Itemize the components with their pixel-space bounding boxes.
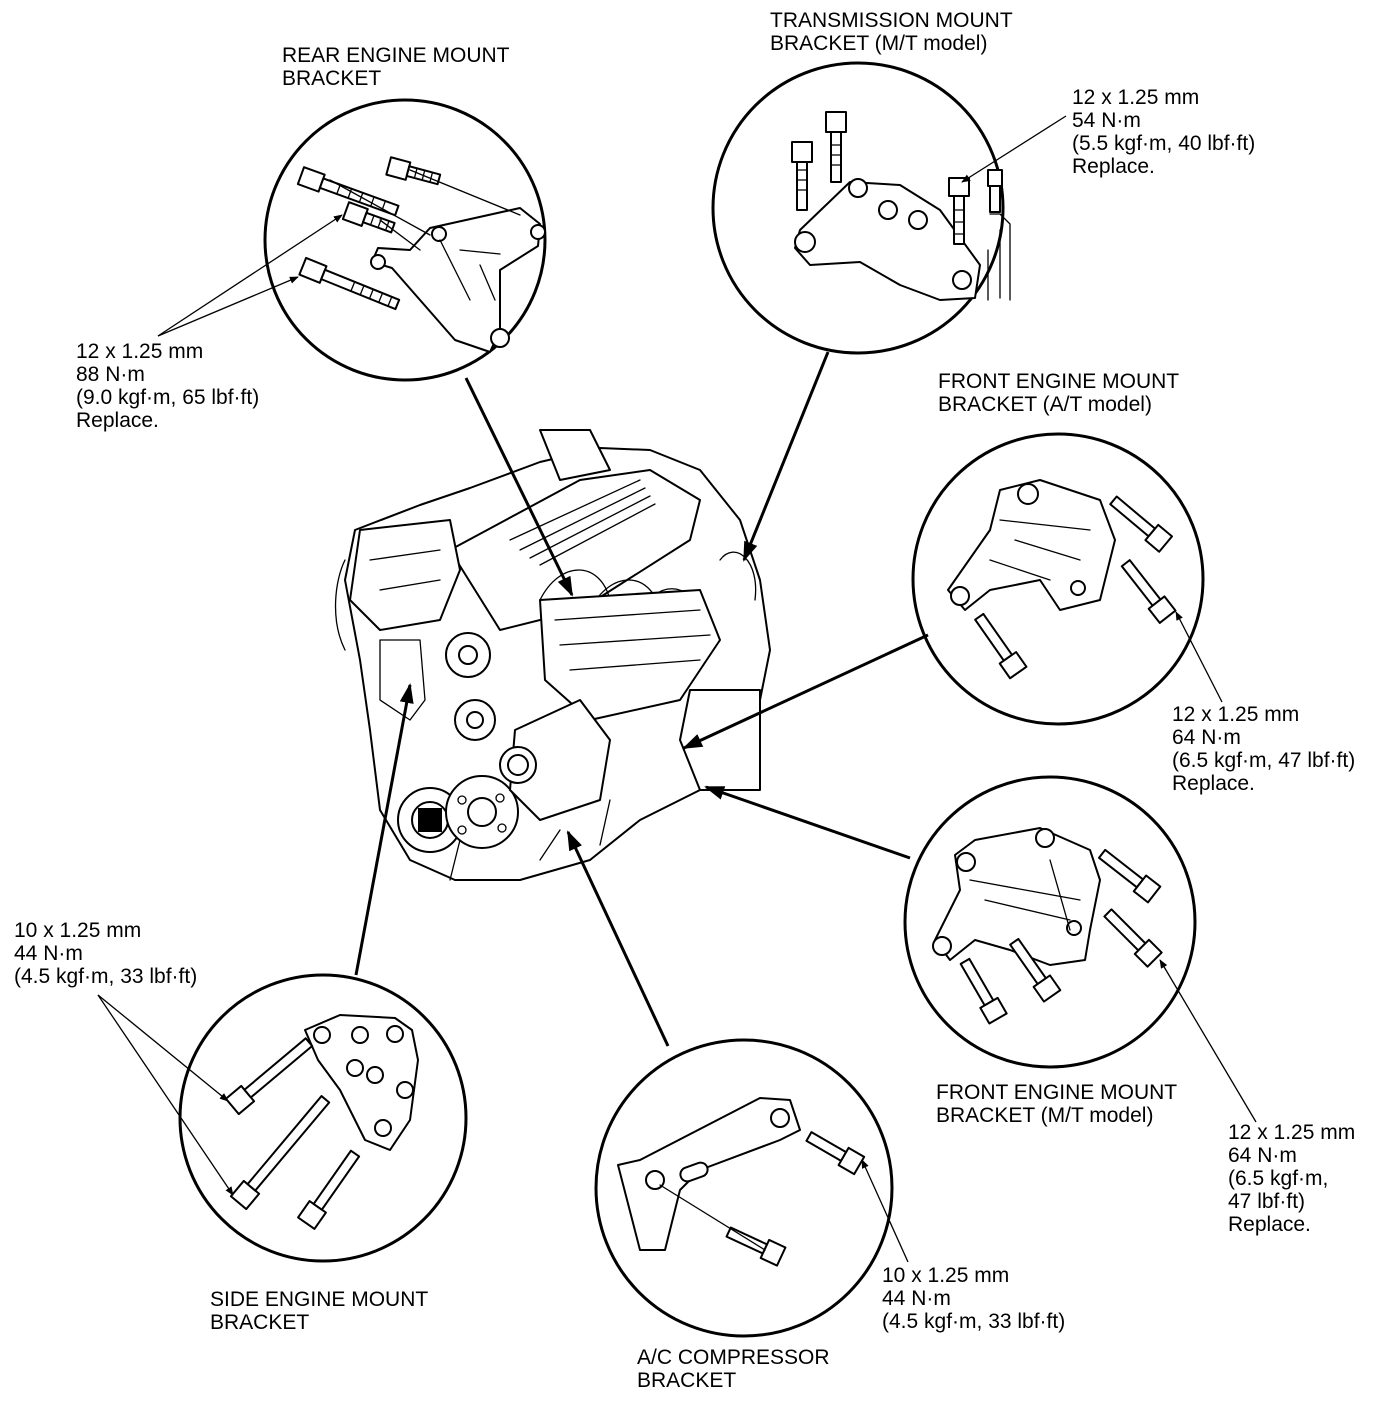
- ac-bracket-drawing: [617, 1097, 866, 1267]
- side-bracket-drawing: [224, 1014, 419, 1230]
- side-torque-spec: 10 x 1.25 mm 44 N·m (4.5 kgf·m, 33 lbf·f…: [14, 919, 198, 988]
- side-bracket-circle: [178, 973, 468, 1263]
- side-bracket-label: SIDE ENGINE MOUNT BRACKET: [210, 1288, 429, 1334]
- front-at-bracket-drawing: [947, 479, 1177, 680]
- front-at-torque-spec: 12 x 1.25 mm 64 N·m (6.5 kgf·m, 47 lbf·f…: [1172, 703, 1356, 795]
- front-at-bracket-circle: [911, 432, 1205, 726]
- ac-torque-spec: 10 x 1.25 mm 44 N·m (4.5 kgf·m, 33 lbf·f…: [882, 1264, 1066, 1333]
- front-mt-torque-spec: 12 x 1.25 mm 64 N·m (6.5 kgf·m, 47 lbf·f…: [1228, 1121, 1356, 1236]
- rear-torque-spec: 12 x 1.25 mm 88 N·m (9.0 kgf·m, 65 lbf·f…: [76, 340, 260, 432]
- front-at-bracket-label: FRONT ENGINE MOUNT BRACKET (A/T model): [938, 370, 1180, 416]
- ac-bracket-label: A/C COMPRESSOR BRACKET: [637, 1346, 830, 1392]
- trans-torque-spec: 12 x 1.25 mm 54 N·m (5.5 kgf·m, 40 lbf·f…: [1072, 86, 1256, 178]
- ac-bracket-circle: [594, 1038, 894, 1338]
- front-mt-bracket-drawing: [932, 827, 1163, 1025]
- engine-drawing: [334, 429, 771, 881]
- trans-bracket-drawing: [791, 111, 1011, 301]
- rear-bracket-label: REAR ENGINE MOUNT BRACKET: [282, 44, 510, 90]
- callout-arrows: [97, 115, 1257, 1263]
- rear-bracket-drawing: [296, 156, 546, 353]
- trans-bracket-circle: [711, 61, 1005, 355]
- front-mt-bracket-label: FRONT ENGINE MOUNT BRACKET (M/T model): [936, 1081, 1178, 1127]
- rear-bracket-circle: [263, 98, 547, 382]
- trans-bracket-label: TRANSMISSION MOUNT BRACKET (M/T model): [770, 9, 1013, 55]
- front-mt-bracket-circle: [903, 775, 1197, 1069]
- leader-lines: [354, 351, 929, 1047]
